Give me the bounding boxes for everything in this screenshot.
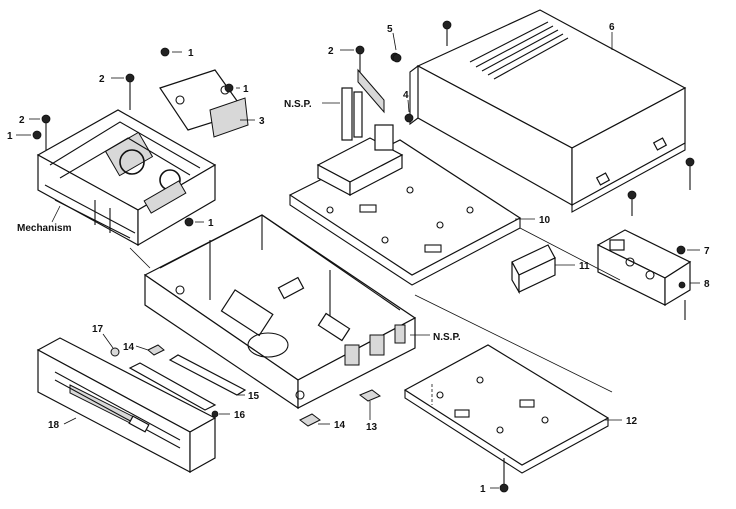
label-part-16: 16 bbox=[234, 410, 246, 421]
cabinet-cover bbox=[409, 9, 687, 213]
screw-16-icon bbox=[211, 410, 219, 418]
label-screw-top-2: 1 bbox=[243, 84, 249, 95]
label-screw-1-left: 1 bbox=[7, 131, 13, 142]
label-screw-1-mech: 1 bbox=[208, 218, 214, 229]
top-screws bbox=[355, 45, 414, 123]
label-screw-2a: 2 bbox=[99, 74, 105, 85]
front-panel-18 bbox=[36, 337, 217, 474]
foot-14b bbox=[299, 413, 321, 427]
label-bottom-plate-12: 12 bbox=[626, 416, 638, 427]
part-15 bbox=[168, 354, 247, 396]
label-mechanism: Mechanism bbox=[17, 223, 72, 234]
bracket-11 bbox=[511, 244, 556, 295]
label-screw-top-1: 1 bbox=[188, 48, 194, 59]
label-cabinet: 6 bbox=[609, 22, 615, 33]
mechanism-assembly bbox=[36, 109, 217, 247]
label-front-panel-18: 18 bbox=[48, 420, 60, 431]
mechanism-bracket-3 bbox=[159, 69, 249, 138]
label-bracket-3: 3 bbox=[259, 116, 265, 127]
label-nsp-chassis: N.S.P. bbox=[433, 332, 461, 343]
label-bracket-11: 11 bbox=[579, 261, 590, 272]
label-screw-2b: 2 bbox=[19, 115, 25, 126]
main-chassis bbox=[143, 214, 417, 410]
label-foot-14a: 14 bbox=[123, 342, 135, 353]
label-part-15: 15 bbox=[248, 391, 260, 402]
board-8 bbox=[596, 229, 692, 307]
nsp-top-part bbox=[341, 68, 385, 141]
label-board-8: 8 bbox=[704, 279, 710, 290]
part-16 bbox=[128, 362, 217, 411]
label-screw-1-bottom: 1 bbox=[480, 484, 486, 495]
screw-bottom-icon bbox=[499, 483, 509, 493]
label-part-17: 17 bbox=[92, 324, 104, 335]
screw-7-icon bbox=[676, 245, 686, 255]
label-nsp-top: N.S.P. bbox=[284, 99, 312, 110]
mechanism-screws bbox=[32, 47, 234, 227]
label-screw-4: 4 bbox=[403, 90, 409, 101]
assembly-lines bbox=[129, 227, 621, 393]
label-part-13: 13 bbox=[366, 422, 378, 433]
label-foot-14b: 14 bbox=[334, 420, 346, 431]
foot-14a bbox=[147, 344, 165, 356]
part-13 bbox=[359, 389, 381, 402]
top-bracket bbox=[316, 124, 404, 196]
label-plate-10: 10 bbox=[539, 215, 551, 226]
bottom-plate-12 bbox=[403, 344, 610, 474]
part-17 bbox=[110, 347, 120, 357]
label-screw-7: 7 bbox=[704, 246, 710, 257]
label-screw-5: 5 bbox=[387, 24, 393, 35]
label-screw-2c: 2 bbox=[328, 46, 334, 57]
